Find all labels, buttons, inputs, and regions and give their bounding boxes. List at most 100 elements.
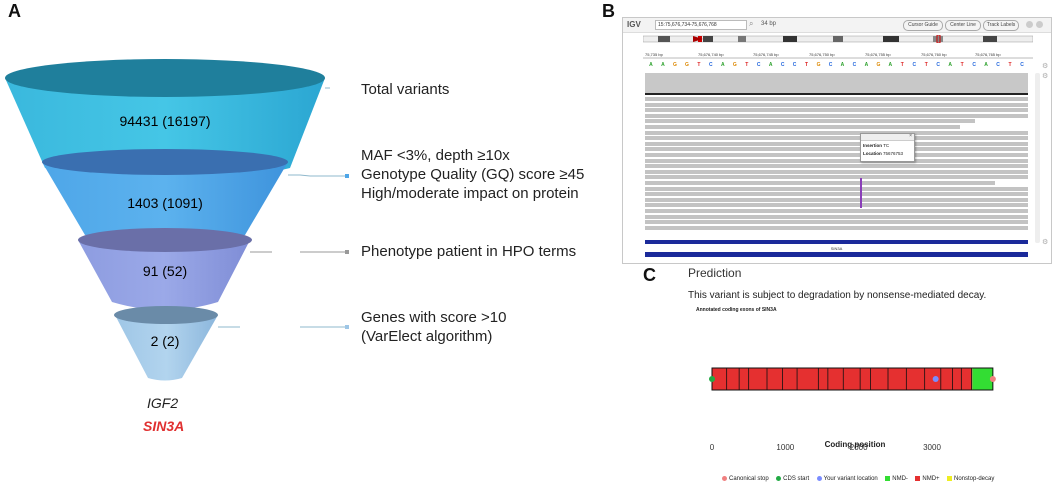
base-C: C — [1020, 62, 1024, 68]
base-A: A — [948, 62, 953, 68]
popup-insertion-key: Insertion — [863, 143, 883, 148]
alignment-reads — [645, 97, 1028, 235]
base-C: C — [792, 62, 797, 68]
zoom-out-icon[interactable] — [1026, 21, 1033, 28]
ruler-tick-2: 75,676,740 bp — [698, 52, 724, 57]
prediction-legend: Canonical stop CDS start Your variant lo… — [722, 468, 997, 486]
igv-browser: IGV 15:75,676,734-75,676,768 ⌕ 34 bp Cur… — [622, 17, 1052, 264]
popup-close-icon[interactable]: × — [909, 133, 912, 139]
base-T: T — [697, 62, 701, 68]
search-icon[interactable]: ⌕ — [749, 19, 754, 28]
connector-1 — [325, 87, 330, 89]
stage-4-label-1: Genes with score >10 — [361, 309, 507, 326]
read-row — [645, 102, 1028, 107]
funnel-stage-4-top — [114, 306, 218, 324]
igv-logo: IGV — [627, 20, 641, 29]
ruler-tick-7: 75,676,765 bp — [975, 52, 1001, 57]
base-T: T — [1008, 62, 1012, 68]
read-row — [645, 175, 1028, 180]
locus-input[interactable]: 15:75,676,734-75,676,768 — [655, 20, 747, 30]
base-T: T — [960, 62, 964, 68]
stage-2-count: 1403 (1091) — [127, 195, 203, 211]
base-G: G — [684, 62, 689, 68]
track-gear-icon-1[interactable]: ⚙ — [1042, 63, 1049, 70]
stage-2-label-3: High/moderate impact on protein — [361, 185, 579, 202]
funnel-stage-3 — [78, 240, 250, 310]
stage-3-count: 91 (52) — [143, 263, 187, 279]
stage-2-label-2: Genotype Quality (GQ) score ≥45 — [361, 166, 585, 183]
base-G: G — [816, 62, 821, 68]
genomic-ruler — [643, 57, 1033, 59]
funnel-stage-4 — [115, 315, 218, 381]
popup-location-key: Location — [863, 151, 882, 156]
funnel-stage-1-top — [5, 59, 325, 97]
center-line-button[interactable]: Center Line — [945, 20, 981, 31]
base-A: A — [649, 62, 653, 68]
read-row — [645, 181, 995, 185]
igv-toolbar: IGV 15:75,676,734-75,676,768 ⌕ 34 bp Cur… — [623, 18, 1051, 33]
base-T: T — [900, 62, 904, 68]
funnel-stage-2-top — [42, 149, 288, 175]
ruler-tick-6: 75,676,760 bp — [921, 52, 947, 57]
window-width: 34 bp — [761, 21, 777, 27]
base-C: C — [912, 62, 917, 68]
base-A: A — [864, 62, 869, 68]
base-C: C — [756, 62, 761, 68]
read-row — [645, 169, 1028, 174]
x-tick-label: 3000 — [923, 443, 941, 452]
popup-location-val: 75676753 — [883, 151, 904, 156]
gene-track-upper — [645, 240, 1028, 244]
ruler-tick-4: 75,676,750 bp — [809, 52, 835, 57]
base-C: C — [828, 62, 833, 68]
coverage-track — [645, 73, 1028, 95]
gene-track-label: SIN3A — [830, 246, 843, 251]
read-row — [645, 119, 975, 124]
track-gear-icon-2[interactable]: ⚙ — [1042, 73, 1049, 80]
base-A: A — [840, 62, 845, 68]
x-tick-label: 0 — [710, 443, 715, 452]
legend-variant-location: Your variant location — [816, 476, 878, 482]
gene-igf2: IGF2 — [147, 395, 179, 411]
ruler-tick-3: 75,676,745 bp — [753, 52, 779, 57]
base-G: G — [672, 62, 677, 68]
insertion-marker[interactable] — [860, 178, 862, 208]
legend-nmd-plus: NMD+ — [915, 476, 940, 482]
cds-start-marker — [709, 376, 715, 382]
read-row — [645, 136, 1028, 141]
base-G: G — [732, 62, 737, 68]
zoom-in-icon[interactable] — [1036, 21, 1043, 28]
x-axis-label: Coding position — [824, 440, 886, 449]
read-row — [645, 97, 1028, 101]
panel-label-b: B — [602, 1, 615, 21]
track-labels-button[interactable]: Track Labels — [983, 20, 1019, 31]
popup-insertion-val: TC — [883, 143, 890, 148]
base-C: C — [780, 62, 785, 68]
nmd-minus-region — [972, 368, 993, 390]
base-A: A — [984, 62, 988, 68]
legend-cds-start: CDS start — [776, 476, 809, 482]
stage-1-label: Total variants — [361, 81, 450, 98]
base-T: T — [745, 62, 749, 68]
funnel-diagram: 94431 (16197) 1403 (1091) 91 (52) 2 (2) — [5, 59, 330, 381]
ruler-tick-5: 75,676,755 bp — [865, 52, 891, 57]
base-A: A — [720, 62, 725, 68]
x-tick-label: 2000 — [850, 443, 868, 452]
base-G: G — [876, 62, 881, 68]
base-C: C — [972, 62, 976, 68]
gene-sin3a: SIN3A — [143, 418, 185, 434]
cursor-guide-button[interactable]: Cursor Guide — [903, 20, 943, 31]
legend-canonical-stop: Canonical stop — [722, 476, 769, 482]
read-row — [645, 147, 1028, 152]
stage-4-label-2: (VarElect algorithm) — [361, 328, 493, 345]
vertical-scrollbar[interactable] — [1035, 73, 1040, 243]
read-row — [645, 113, 1028, 118]
read-row — [645, 130, 1028, 135]
read-row — [645, 158, 1028, 163]
stage-3-label: Phenotype patient in HPO terms — [361, 243, 577, 260]
connector-2 — [288, 174, 311, 177]
track-gear-icon-3[interactable]: ⚙ — [1042, 239, 1049, 246]
gene-track-lower — [645, 252, 1028, 257]
base-C: C — [709, 62, 713, 68]
base-A: A — [661, 62, 665, 68]
base-A: A — [888, 62, 893, 68]
